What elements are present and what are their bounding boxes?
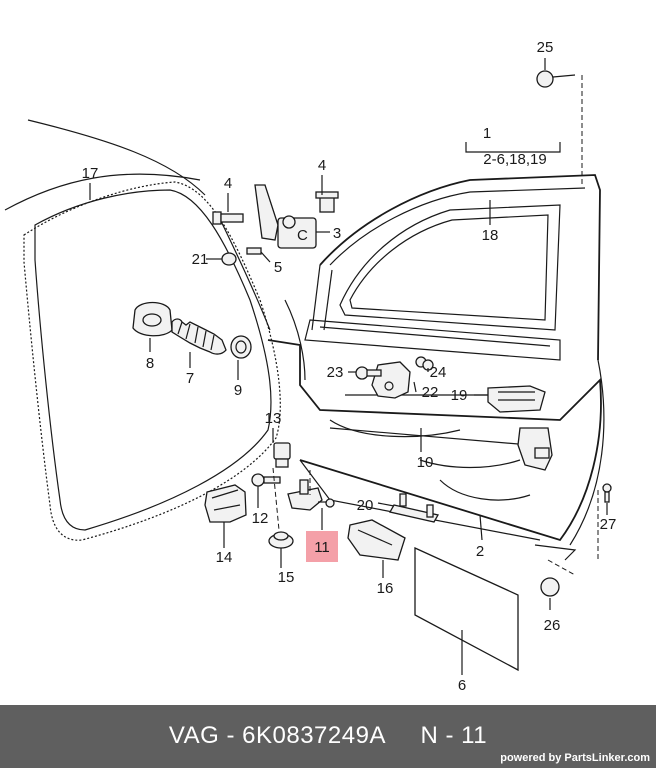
handle-19 — [487, 385, 546, 413]
callout-21: 21 — [192, 251, 209, 268]
callout-19: 19 — [451, 387, 468, 404]
footer-brand: VAG — [168, 722, 220, 749]
callout-5: 5 — [274, 259, 282, 276]
callout-22: 22 — [422, 384, 439, 401]
cap-26 — [540, 577, 560, 597]
callout-24: 24 — [430, 364, 447, 381]
cap-21 — [221, 252, 237, 266]
footer-part-number: 6K0837249A — [242, 722, 385, 749]
callout-9: 9 — [234, 382, 242, 399]
screw-27 — [602, 483, 612, 503]
highlight-box-11 — [306, 531, 338, 562]
callout-26: 26 — [544, 617, 561, 634]
callout-20: 20 — [357, 497, 374, 514]
callout-25: 25 — [537, 39, 554, 56]
leader-lines — [89, 58, 608, 675]
callout-labels: 1 2-6,18,19 2 3 4 4 5 6 7 8 9 10 12 13 1… — [82, 39, 617, 694]
screw-12 — [251, 473, 281, 487]
lock-mechanism-10 — [517, 427, 553, 471]
callout-8: 8 — [146, 355, 154, 372]
callout-18: 18 — [482, 227, 499, 244]
callout-4a: 4 — [224, 175, 232, 192]
callout-27: 27 — [600, 516, 617, 533]
callout-2: 2 — [476, 543, 484, 560]
pin-5 — [246, 247, 262, 255]
lock-14 — [204, 484, 247, 523]
callout-12: 12 — [252, 510, 269, 527]
callout-7: 7 — [186, 370, 194, 387]
callout-11-highlighted: 11 — [314, 539, 330, 556]
boot-7 — [171, 318, 227, 355]
footer-separator: - — [219, 722, 243, 749]
bolt-4-left — [212, 211, 244, 225]
cap-25 — [536, 70, 576, 88]
ring-9 — [230, 335, 252, 359]
callout-23: 23 — [327, 364, 344, 381]
callout-1: 1 — [483, 125, 491, 142]
wedge-16 — [347, 519, 406, 561]
callout-14: 14 — [216, 549, 233, 566]
grommet-8 — [132, 301, 173, 337]
footer-bar: VAG - 6K0837249A N - 11 powered by Parts… — [0, 705, 656, 768]
nut-15 — [268, 531, 294, 549]
bolt-13 — [273, 442, 291, 468]
sheet-6 — [414, 546, 519, 672]
parts-diagram: C — [4, 39, 617, 694]
credit-link[interactable]: powered by PartsLinker.com — [500, 752, 650, 764]
callout-10: 10 — [417, 454, 434, 471]
callout-4b: 4 — [318, 157, 326, 174]
door-shell — [267, 75, 605, 576]
footer-position: N - 11 — [420, 722, 488, 749]
callout-13: 13 — [265, 410, 282, 427]
callout-17: 17 — [82, 165, 99, 182]
callout-15: 15 — [278, 569, 295, 586]
hinge-3: C — [254, 184, 317, 249]
callout-1-subtext: 2-6,18,19 — [483, 151, 546, 168]
bolt-4-upper — [315, 191, 339, 213]
clip-20 — [389, 493, 439, 523]
check-strap-11 — [287, 479, 335, 511]
callout-3: 3 — [333, 225, 341, 242]
svg-text:C: C — [297, 227, 308, 244]
bracket-22 — [371, 361, 411, 399]
bolt-23 — [355, 366, 382, 380]
callout-16: 16 — [377, 580, 394, 597]
footer-part-info: VAG - 6K0837249A N - 11 — [0, 722, 656, 750]
footer-gap — [385, 722, 421, 749]
callout-6: 6 — [458, 677, 466, 694]
